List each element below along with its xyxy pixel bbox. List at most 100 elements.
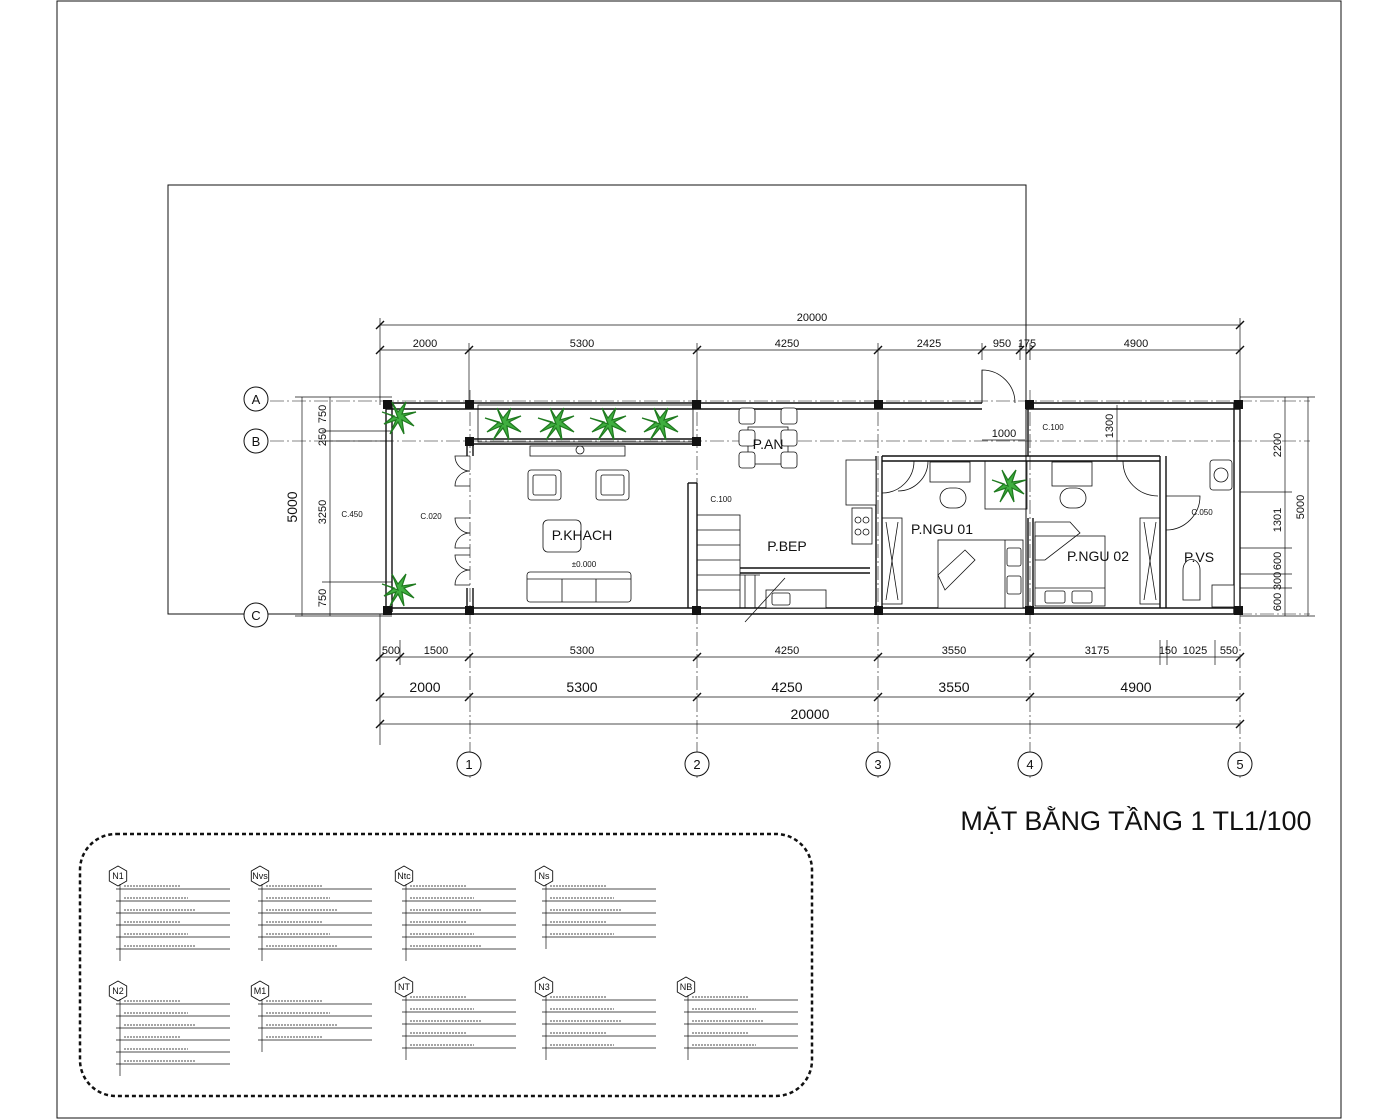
legend-hexagon — [534, 865, 554, 887]
svg-text:4: 4 — [1026, 757, 1033, 772]
grid-col-bubble-1: 1 — [456, 751, 482, 777]
svg-text:5: 5 — [1236, 757, 1243, 772]
dim-right-overall: 5000 — [1295, 495, 1307, 519]
columns — [383, 400, 1243, 615]
grid-col-bubble-3: 3 — [865, 751, 891, 777]
grid-row-bubble-b: B — [243, 428, 269, 454]
svg-text:1: 1 — [465, 757, 472, 772]
dim-left-overall: 5000 — [284, 491, 300, 522]
level-wc: C.050 — [1191, 508, 1213, 517]
dim-top-4900: 4900 — [1124, 338, 1148, 350]
legend-tag-label: NB — [680, 982, 693, 992]
svg-text:A: A — [252, 392, 261, 407]
room-label-bep: P.BEP — [767, 538, 806, 554]
sheet-border — [56, 0, 1342, 1119]
dim-bottom-4250: 4250 — [775, 645, 799, 657]
legend-hexagon — [676, 976, 696, 998]
legend-tag-nvs: Nvs — [250, 865, 372, 961]
dim-top-4250: 4250 — [775, 338, 799, 350]
svg-text:2: 2 — [693, 757, 700, 772]
dim-top-175: 175 — [1018, 338, 1036, 350]
dim-bottom-500: 500 — [382, 645, 400, 657]
dim-top-5300: 5300 — [570, 338, 594, 350]
legend-tag-ns: Ns — [534, 865, 656, 949]
legend-tag-label: M1 — [254, 986, 267, 996]
dim-bottom-3550: 3550 — [942, 645, 966, 657]
grid-row-bubble-c: C — [243, 602, 269, 628]
dim-left-750-bottom: 750 — [317, 589, 329, 607]
dim-axis-2000: 2000 — [409, 679, 440, 695]
dim-bottom-5300: 5300 — [570, 645, 594, 657]
legend-tag-n3: N3 — [534, 976, 656, 1060]
room-label-ngu01: P.NGU 01 — [911, 521, 973, 537]
dim-interior-1000: 1000 — [992, 428, 1016, 440]
dim-axis-overall: 20000 — [791, 706, 830, 722]
furniture — [526, 407, 1235, 609]
legend-tag-label: Ntc — [397, 871, 411, 881]
room-label-ngu02: P.NGU 02 — [1067, 548, 1129, 564]
planter-box-front — [477, 404, 694, 443]
dim-interior-1300: 1300 — [1104, 414, 1116, 438]
doors — [454, 369, 1201, 586]
level-khach: ±0.000 — [572, 560, 597, 569]
dim-bottom-150: 150 — [1159, 645, 1177, 657]
dim-bottom-1500: 1500 — [424, 645, 448, 657]
legend-hexagon — [534, 976, 554, 998]
dim-axis-4900: 4900 — [1120, 679, 1151, 695]
svg-text:B: B — [252, 434, 261, 449]
legend-tag-n2: N2 — [108, 980, 230, 1076]
room-label-an: P.AN — [753, 436, 784, 452]
level-stair: C.100 — [710, 495, 732, 504]
dim-bottom-1025: 1025 — [1183, 645, 1207, 657]
legend-tag-n1: N1 — [108, 865, 230, 961]
svg-text:3: 3 — [874, 757, 881, 772]
dim-axis-4250: 4250 — [771, 679, 802, 695]
dim-bottom-550: 550 — [1220, 645, 1238, 657]
dim-top-2425: 2425 — [917, 338, 941, 350]
section-marker — [744, 577, 786, 623]
legend-tag-label: N1 — [112, 871, 124, 881]
dimension-ticks — [375, 320, 1245, 729]
grid-col-bubble-4: 4 — [1017, 751, 1043, 777]
level-bedroom: C.100 — [1042, 423, 1064, 432]
dim-left-750-top: 750 — [317, 405, 329, 423]
lot-outline — [167, 184, 1027, 615]
dim-axis-3550: 3550 — [938, 679, 969, 695]
dim-axis-5300: 5300 — [566, 679, 597, 695]
room-label-khach: P.KHACH — [552, 527, 612, 543]
dimension-lines — [295, 318, 1315, 745]
legend-hexagon — [394, 865, 414, 887]
dim-left-250: 250 — [317, 428, 329, 446]
legend-hexagon — [250, 865, 270, 887]
legend-tag-m1: M1 — [250, 980, 372, 1052]
dim-right-300: 300 — [1272, 572, 1284, 590]
grid-col-bubble-5: 5 — [1227, 751, 1253, 777]
legend-tag-label: Nvs — [252, 871, 268, 881]
legend-hexagon — [108, 865, 128, 887]
dim-left-3250: 3250 — [317, 500, 329, 524]
dim-bottom-3175: 3175 — [1085, 645, 1109, 657]
svg-text:C: C — [251, 608, 260, 623]
drawing-title: MẶT BẰNG TẦNG 1 TL1/100 — [960, 805, 1311, 836]
legend-hexagon — [108, 980, 128, 1002]
dim-right-2200: 2200 — [1272, 433, 1284, 457]
dim-right-600-b: 600 — [1272, 593, 1284, 611]
legend-tag-nb: NB — [676, 976, 798, 1060]
legend-tag-label: NT — [398, 982, 410, 992]
dim-top-2000: 2000 — [413, 338, 437, 350]
legend-hexagon — [394, 976, 414, 998]
legend-tag-label: N3 — [538, 982, 550, 992]
dim-top-overall: 20000 — [797, 312, 828, 324]
level-inner-porch: C.020 — [420, 512, 442, 521]
grid-row-bubble-a: A — [243, 386, 269, 412]
legend-hexagon — [250, 980, 270, 1002]
dim-right-600-a: 600 — [1272, 552, 1284, 570]
grid-col-bubble-2: 2 — [684, 751, 710, 777]
legend-tag-ntc: Ntc — [394, 865, 516, 961]
legend-tag-label: N2 — [112, 986, 124, 996]
room-label-vs: P.VS — [1184, 549, 1214, 565]
legend-tag-nt: NT — [394, 976, 516, 1060]
legend-tag-label: Ns — [539, 871, 550, 881]
